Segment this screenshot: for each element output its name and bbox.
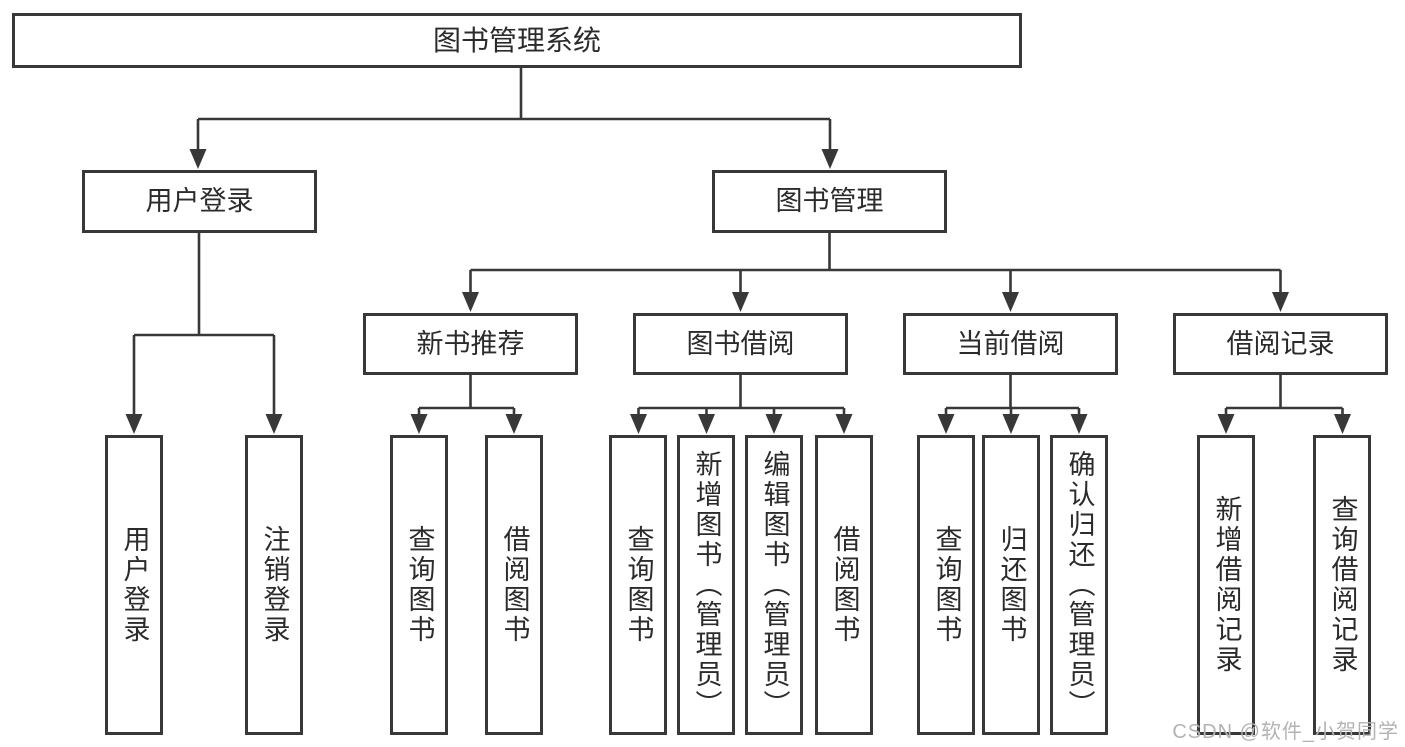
node-label: 借阅记录: [1226, 328, 1335, 359]
node-new-book-recommend: 新书推荐: [363, 313, 578, 375]
node-label: 图书管理: [775, 186, 884, 216]
node-user-login: 用户登录: [82, 170, 317, 233]
node-leaf-return-books: 归还图书: [982, 435, 1040, 735]
node-library-system: 图书管理系统: [12, 13, 1022, 68]
node-label: 确认归还（管理员）: [1064, 450, 1095, 720]
node-label: 图书管理系统: [432, 24, 601, 56]
node-label: 查询图书: [623, 525, 654, 645]
node-label: 图书借阅: [686, 328, 795, 359]
node-label: 用户登录: [119, 525, 150, 645]
node-label: 新增借阅记录: [1211, 495, 1242, 675]
node-current-borrow: 当前借阅: [903, 313, 1118, 375]
node-leaf-query-borrow-record: 查询借阅记录: [1313, 435, 1371, 735]
node-leaf-logout: 注销登录: [245, 435, 303, 735]
node-label: 借阅图书: [499, 525, 530, 645]
csdn-watermark: CSDN @软件_小贺同学: [1172, 721, 1399, 743]
node-label: 归还图书: [996, 525, 1027, 645]
node-label: 查询借阅记录: [1327, 495, 1358, 675]
node-leaf-borrow-books-recommend: 借阅图书: [485, 435, 543, 735]
node-leaf-query-books-borrow: 查询图书: [609, 435, 667, 735]
node-leaf-add-books-admin: 新增图书（管理员）: [677, 435, 735, 735]
node-label: 查询图书: [404, 525, 435, 645]
node-label: 借阅图书: [829, 525, 860, 645]
node-label: 注销登录: [259, 525, 290, 645]
node-label: 当前借阅: [956, 328, 1065, 359]
node-leaf-query-books-recommend: 查询图书: [390, 435, 448, 735]
node-book-borrow: 图书借阅: [633, 313, 848, 375]
node-borrow-records: 借阅记录: [1173, 313, 1388, 375]
node-label: 编辑图书（管理员）: [759, 450, 790, 720]
node-label: 新书推荐: [416, 328, 525, 359]
node-book-management: 图书管理: [712, 170, 947, 233]
node-leaf-add-borrow-record: 新增借阅记录: [1197, 435, 1255, 735]
node-label: 用户登录: [145, 186, 254, 216]
node-leaf-user-login: 用户登录: [105, 435, 163, 735]
node-leaf-query-books-current: 查询图书: [917, 435, 975, 735]
node-label: 查询图书: [931, 525, 962, 645]
node-leaf-borrow-books: 借阅图书: [815, 435, 873, 735]
node-leaf-edit-books-admin: 编辑图书（管理员）: [745, 435, 803, 735]
node-leaf-confirm-return-admin: 确认归还（管理员）: [1050, 435, 1108, 735]
node-label: 新增图书（管理员）: [691, 450, 722, 720]
